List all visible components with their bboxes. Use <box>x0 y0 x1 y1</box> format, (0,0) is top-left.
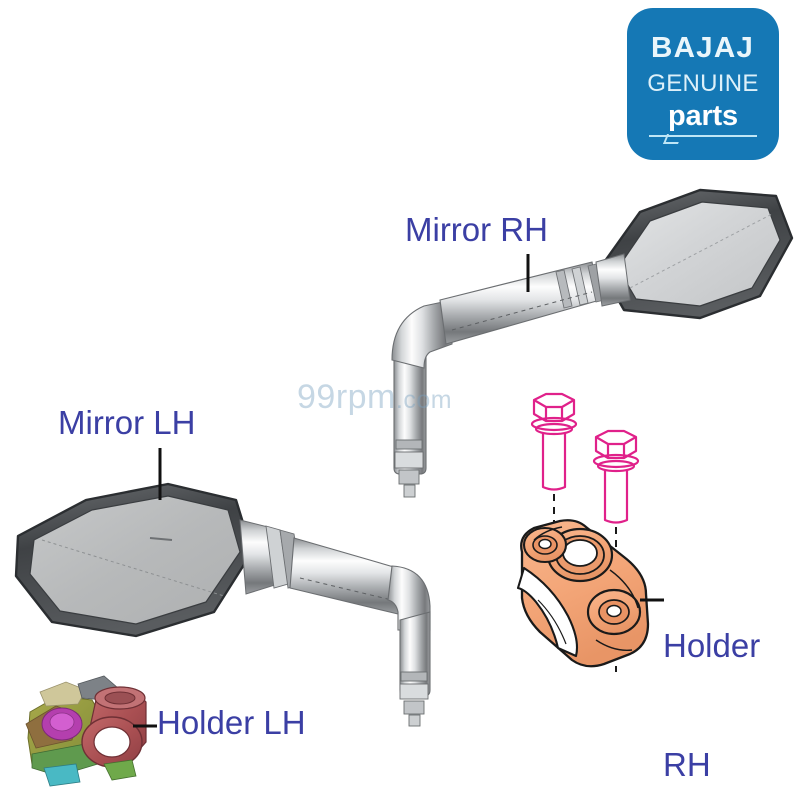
logo-parts-text: parts <box>668 99 738 132</box>
part-mirror-lh <box>14 448 431 727</box>
label-mirror-rh: Mirror RH <box>405 211 548 248</box>
label-holder-lh: Holder LH <box>157 704 306 741</box>
logo-brand-text: BAJAJ <box>651 31 755 64</box>
logo-underline <box>649 133 757 144</box>
part-holder-lh <box>25 675 147 787</box>
part-bolt-short <box>592 429 640 524</box>
mirror-rh-head <box>595 188 794 320</box>
check-icon <box>662 133 683 144</box>
label-mirror-lh: Mirror LH <box>58 404 196 441</box>
label-holder-rh-line1: Holder <box>663 627 761 665</box>
part-mirror-rh <box>391 188 794 498</box>
part-bolt-long <box>530 392 578 491</box>
logo-genuine-text: GENUINE <box>647 69 759 97</box>
bajaj-genuine-parts-logo: BAJAJ GENUINE parts <box>627 8 779 160</box>
label-holder-rh: Holder RH <box>663 557 760 804</box>
part-holder-rh <box>516 519 650 668</box>
label-holder-rh-line2: RH <box>663 746 711 784</box>
mirror-rh-stem <box>391 261 609 498</box>
mirror-lh-head <box>14 482 303 638</box>
